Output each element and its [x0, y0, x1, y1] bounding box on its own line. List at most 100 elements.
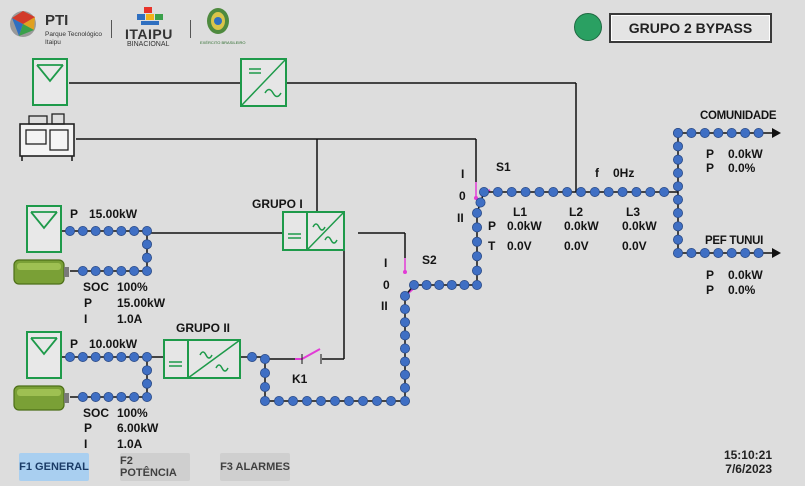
flow-dot	[90, 225, 101, 236]
grupo2-i-value: 1.0A	[117, 437, 143, 451]
flow-dot	[371, 395, 382, 406]
s2-switch[interactable]	[403, 258, 415, 297]
s2-pos-i: I	[384, 256, 388, 270]
flow-dot	[90, 391, 101, 402]
solar-panel-icon	[32, 58, 68, 106]
flow-dot	[399, 330, 410, 341]
battery-icon	[13, 259, 70, 285]
flow-dot	[506, 186, 517, 197]
flow-dot	[141, 378, 152, 389]
grupo2-p-label: P	[70, 337, 79, 351]
flow-dot	[699, 247, 710, 258]
itaipu-sub: BINACIONAL	[127, 41, 170, 48]
flow-dot	[77, 265, 88, 276]
flow-dot	[129, 225, 140, 236]
flow-dot	[141, 391, 152, 402]
flow-dot	[77, 225, 88, 236]
pef-p-value: 0.0kW	[728, 268, 763, 282]
flow-dots	[65, 127, 764, 406]
s1-pos-ii: II	[457, 211, 464, 225]
solar-panel-icon	[26, 205, 62, 253]
freq-value: 0Hz	[613, 166, 635, 180]
grupo2-i-label: I	[84, 437, 88, 451]
f1-general-button[interactable]: F1 GENERAL	[19, 453, 89, 481]
grupo1-p2-label: P	[84, 296, 93, 310]
flow-dot	[434, 279, 445, 290]
l1-p-value: 0.0kW	[507, 219, 542, 233]
bus-p-label: P	[488, 219, 497, 233]
flow-dot	[65, 351, 76, 362]
grupo1-p-label: P	[70, 207, 79, 221]
flow-dot	[77, 351, 88, 362]
flow-dot	[471, 222, 482, 233]
flow-dot	[478, 186, 489, 197]
status-indicator	[574, 13, 602, 41]
flow-dot	[287, 395, 298, 406]
flow-dot	[659, 186, 670, 197]
flow-dot	[246, 351, 257, 362]
flow-dot	[259, 381, 270, 392]
l3-p-value: 0.0kW	[622, 219, 657, 233]
k1-switch[interactable]	[295, 348, 322, 364]
l1-label: L1	[513, 205, 528, 219]
flow-dot	[617, 186, 628, 197]
flow-dot	[713, 127, 724, 138]
flow-dot	[471, 279, 482, 290]
flow-dot	[90, 351, 101, 362]
k1-label: K1	[292, 372, 308, 386]
flow-dot	[141, 265, 152, 276]
flow-dot	[673, 207, 684, 218]
l3-t-value: 0.0V	[622, 239, 647, 253]
pti-sub2: Itaipu	[45, 39, 61, 46]
flow-dot	[740, 127, 751, 138]
flow-dot	[673, 181, 684, 192]
bus-t-label: T	[488, 239, 496, 253]
clock-date: 7/6/2023	[725, 462, 772, 476]
flow-dot	[673, 234, 684, 245]
flow-dot	[713, 247, 724, 258]
flow-dot	[399, 369, 410, 380]
flow-dot	[753, 247, 764, 258]
flow-dot	[399, 304, 410, 315]
flow-dot	[673, 127, 684, 138]
flow-dot	[686, 127, 697, 138]
flow-dot	[273, 395, 284, 406]
pti-logo-icon	[10, 11, 36, 37]
l2-label: L2	[569, 205, 584, 219]
s1-pos-i: I	[461, 167, 465, 181]
inverter-icon	[240, 58, 287, 107]
comunidade-p-value: 0.0kW	[728, 147, 763, 161]
flow-dot	[471, 236, 482, 247]
flow-dot	[471, 251, 482, 262]
pef-pct-value: 0.0%	[728, 283, 756, 297]
flow-dot	[116, 351, 127, 362]
s2-pos-ii: II	[381, 299, 388, 313]
flow-dot	[329, 395, 340, 406]
flow-dot	[399, 356, 410, 367]
flow-dot	[301, 395, 312, 406]
flow-dot	[673, 167, 684, 178]
flow-dot	[116, 391, 127, 402]
flow-dot	[399, 395, 410, 406]
flow-dot	[471, 207, 482, 218]
flow-dot	[726, 127, 737, 138]
s1-label: S1	[496, 160, 511, 174]
flow-dot	[673, 154, 684, 165]
f3-alarmes-button[interactable]: F3 ALARMES	[220, 453, 290, 481]
flow-dot	[589, 186, 600, 197]
army-text: EXÉRCITO BRASILEIRO	[200, 40, 246, 45]
flow-dot	[408, 279, 419, 290]
flow-dot	[673, 141, 684, 152]
grupo2-p-value: 10.00kW	[89, 337, 138, 351]
header-divider	[111, 20, 112, 38]
inverter-icon	[282, 211, 345, 251]
flow-dot	[141, 239, 152, 250]
flow-dot	[129, 265, 140, 276]
f2-potencia-button[interactable]: F2 POTÊNCIA	[120, 453, 190, 481]
flow-dot	[103, 225, 114, 236]
flow-dot	[259, 353, 270, 364]
arrow-right-icon	[772, 248, 781, 258]
itaipu-name: ITAIPU	[125, 26, 173, 42]
